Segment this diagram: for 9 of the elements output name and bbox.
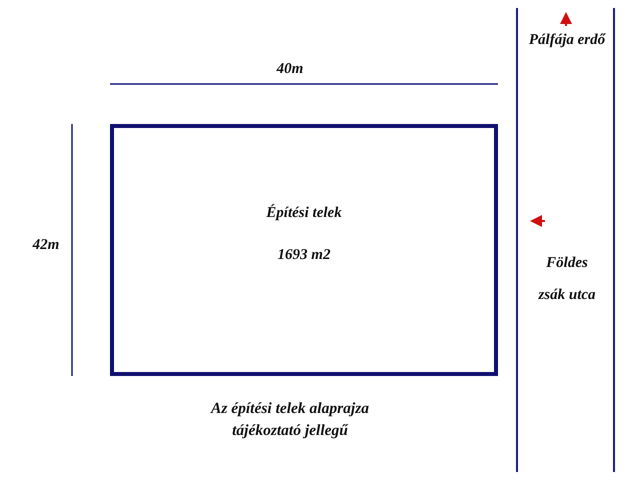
plot-name: Építési telek — [265, 204, 343, 222]
street-name: Földes — [545, 254, 589, 272]
caption: Az építési telek alaprajza tájékoztató jellegű — [209, 399, 370, 442]
building-plot-outline — [110, 124, 498, 376]
plot-area: 1693 m2 — [110, 246, 498, 264]
forest-label: Pálfája erdő — [528, 31, 607, 49]
street-name: zsák utca — [537, 286, 597, 304]
dimension-label: 40m — [276, 60, 304, 78]
dimension-label: 42m — [32, 236, 60, 254]
